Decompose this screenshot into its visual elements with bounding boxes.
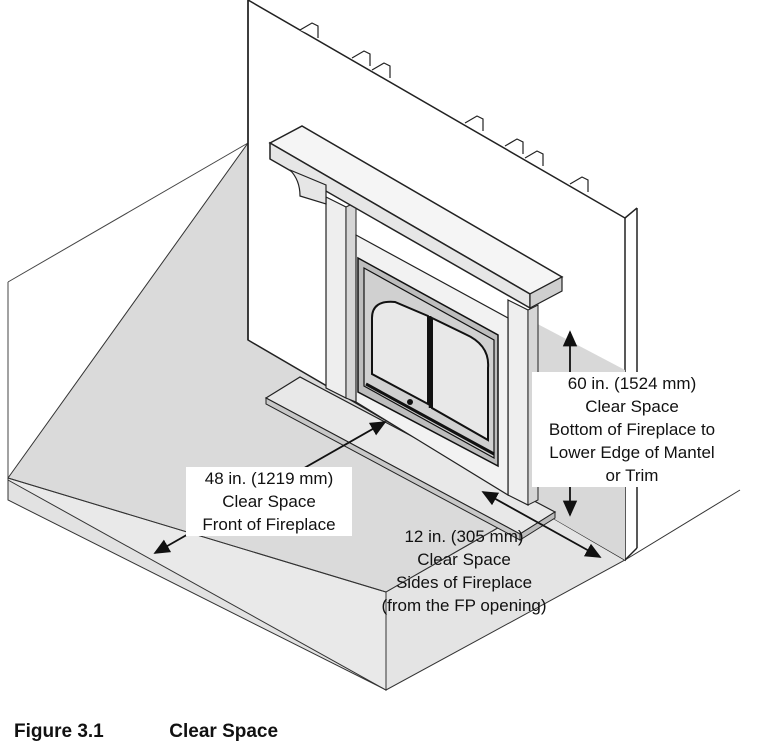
label-mantel-line-4: Lower Edge of Mantel bbox=[549, 443, 715, 462]
label-front-line-2: Clear Space bbox=[222, 492, 316, 511]
label-mantel-clearance: 60 in. (1524 mm) Clear Space Bottom of F… bbox=[532, 372, 732, 487]
label-side-clearance: 12 in. (305 mm) Clear Space Sides of Fir… bbox=[362, 525, 566, 617]
label-front-line-3: Front of Fireplace bbox=[202, 515, 336, 534]
label-mantel-line-1: 60 in. (1524 mm) bbox=[567, 374, 697, 393]
firebox-door-right bbox=[431, 316, 490, 442]
label-sides-line-4: (from the FP opening) bbox=[381, 596, 547, 615]
label-mantel-line-2: Clear Space bbox=[585, 397, 679, 416]
label-mantel-line-5: or Trim bbox=[605, 466, 659, 485]
mantel-leg-left bbox=[325, 196, 347, 399]
figure-caption: Figure 3.1 Clear Space bbox=[14, 721, 278, 743]
arrow-side-clearance bbox=[481, 491, 602, 558]
firebox-door-left bbox=[371, 300, 429, 406]
label-mantel-line-3: Bottom of Fireplace to bbox=[548, 420, 716, 439]
label-front-line-1: 48 in. (1219 mm) bbox=[204, 469, 334, 488]
figure-number: Figure 3.1 bbox=[14, 721, 104, 742]
label-front-clearance: 48 in. (1219 mm) Clear Space Front of Fi… bbox=[186, 467, 352, 536]
wall-studs bbox=[299, 22, 589, 192]
label-sides-line-3: Sides of Fireplace bbox=[395, 573, 533, 592]
label-sides-line-2: Clear Space bbox=[417, 550, 511, 569]
label-sides-line-1: 12 in. (305 mm) bbox=[404, 527, 524, 546]
figure-title: Clear Space bbox=[169, 721, 279, 742]
mantel-leg-right bbox=[507, 299, 529, 506]
